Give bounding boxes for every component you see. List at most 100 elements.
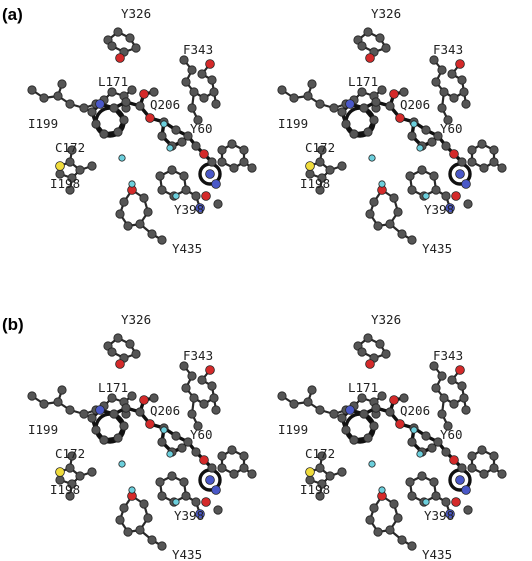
carbon-atom [79,103,89,113]
carbon-atom [467,157,477,167]
carbon-atom [457,381,467,391]
residue-label-c172: C172 [55,140,85,155]
residue-label-y60: Y60 [440,427,463,442]
carbon-atom [431,491,441,501]
carbon-atom [247,469,257,479]
carbon-atom [239,463,249,473]
carbon-atom [349,435,359,445]
water-molecule [128,486,136,494]
residue-label-y398: Y398 [174,508,204,523]
carbon-atom [489,451,499,461]
carbon-atom [119,503,129,513]
carbon-atom [177,443,187,453]
water-molecule [416,144,424,152]
water-molecule [368,154,376,162]
carbon-atom [187,409,197,419]
carbon-atom [107,41,117,51]
carbon-atom [227,139,237,149]
carbon-atom [369,197,379,207]
carbon-atom [181,185,191,195]
carbon-atom [87,161,97,171]
carbon-atom [315,463,325,473]
carbon-atom [127,85,137,95]
nitrogen-atom [461,485,471,495]
carbon-atom [177,137,187,147]
carbon-atom [65,185,75,195]
residue-label-y435: Y435 [172,241,202,256]
carbon-atom [427,137,437,147]
residue-label-q206: Q206 [150,403,180,418]
sulfur-atom [305,161,315,171]
residue-label-c172: C172 [305,446,335,461]
carbon-atom [123,221,133,231]
carbon-atom [315,405,325,415]
carbon-atom [437,409,447,419]
carbon-atom [467,451,477,461]
carbon-atom [119,421,129,431]
carbon-atom [363,27,373,37]
carbon-atom [375,339,385,349]
carbon-atom [119,115,129,125]
carbon-atom [147,229,157,239]
carbon-atom [431,383,441,393]
carbon-atom [315,99,325,109]
carbon-atom [457,157,467,167]
nitrogen-atom [195,203,205,213]
oxygen-atom [455,59,465,69]
residue-label-l171: L171 [348,74,378,89]
sulfur-atom [55,467,65,477]
carbon-atom [393,207,403,217]
panel-label-a: (a) [2,5,23,24]
carbon-atom [189,393,199,403]
carbon-atom [467,145,477,155]
carbon-atom [67,479,77,489]
carbon-atom [389,499,399,509]
carbon-atom [197,375,207,385]
carbon-atom [39,399,49,409]
carbon-atom [213,505,223,515]
carbon-atom [363,333,373,343]
carbon-atom [157,131,167,141]
carbon-atom [87,467,97,477]
carbon-atom [67,173,77,183]
oxygen-atom [395,419,405,429]
carbon-atom [27,391,37,401]
carbon-atom [441,447,451,457]
carbon-atom [443,421,453,431]
residue-label-y398: Y398 [174,202,204,217]
sulfur-atom [55,161,65,171]
carbon-atom [463,199,473,209]
carbon-atom [239,145,249,155]
water-molecule [172,192,180,200]
water-molecule [378,486,386,494]
residue-label-i198: I198 [300,482,330,497]
carbon-atom [337,467,347,477]
carbon-atom [191,191,201,201]
carbon-atom [385,525,395,535]
nitrogen-atom [95,405,105,415]
carbon-atom [131,349,141,359]
oxygen-atom [365,359,375,369]
residue-label-i198: I198 [50,176,80,191]
water-molecule [166,144,174,152]
carbon-atom [369,115,379,125]
carbon-atom [407,541,417,551]
carbon-atom [193,421,203,431]
residue-label-y60: Y60 [190,121,213,136]
carbon-atom [181,77,191,87]
carbon-atom [107,347,117,357]
carbon-atom [155,171,165,181]
carbon-atom [497,469,507,479]
carbon-atom [407,491,417,501]
carbon-atom [397,229,407,239]
carbon-atom [217,463,227,473]
nitrogen-atom [205,475,215,485]
water-molecule [172,498,180,506]
carbon-atom [449,93,459,103]
water-molecule [160,426,168,434]
carbon-atom [407,437,417,447]
carbon-atom [227,445,237,455]
water-molecule [166,450,174,458]
oxygen-atom [205,365,215,375]
